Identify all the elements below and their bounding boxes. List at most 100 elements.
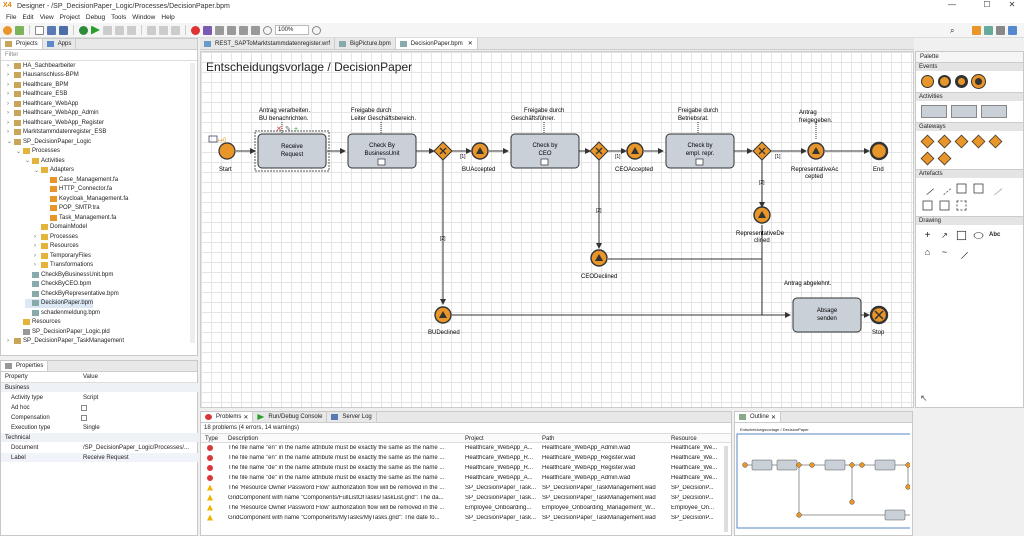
- step-return-icon[interactable]: [171, 25, 180, 35]
- polygon-tool-icon[interactable]: ⌂: [924, 247, 931, 257]
- tree-item[interactable]: ›TemporaryFiles: [34, 251, 91, 260]
- property-row[interactable]: Technical: [1, 433, 198, 442]
- line-tool-icon[interactable]: [955, 246, 968, 259]
- step-into-icon[interactable]: [159, 25, 168, 35]
- close-button[interactable]: ✕: [1008, 0, 1016, 9]
- tab-rest-sap[interactable]: REST_SAPToMarktstammdatenregister.wrf: [200, 38, 336, 49]
- end-event-tool-icon[interactable]: [955, 75, 968, 88]
- debug-icon[interactable]: [79, 25, 88, 35]
- terminate-event-tool-icon[interactable]: [972, 75, 985, 88]
- event-bu-accepted[interactable]: [471, 142, 489, 160]
- tab-properties[interactable]: Properties: [1, 361, 49, 371]
- layout-icon[interactable]: [215, 25, 224, 35]
- property-checkbox[interactable]: [81, 414, 87, 421]
- crosshair-tool-icon[interactable]: +: [924, 230, 931, 241]
- browser-perspective-icon[interactable]: [1008, 26, 1017, 35]
- pause-icon[interactable]: [115, 25, 124, 35]
- property-value[interactable]: Single: [83, 424, 100, 431]
- problem-row[interactable]: The file name "en" in the name attribute…: [201, 443, 723, 452]
- tree-item[interactable]: ⌄Activities: [25, 156, 65, 165]
- add-icon[interactable]: +: [294, 126, 298, 133]
- menu-tools[interactable]: Tools: [111, 14, 127, 21]
- tree-item[interactable]: Case_Management.fa: [43, 175, 118, 184]
- tree-item[interactable]: CheckByCEO.bpm: [25, 280, 91, 289]
- start-event[interactable]: [218, 142, 236, 160]
- align-icon[interactable]: [203, 25, 212, 35]
- event-ceo-declined[interactable]: [590, 249, 608, 267]
- new-file-icon[interactable]: [35, 25, 44, 35]
- expand-arrow-icon[interactable]: ⌄: [7, 139, 13, 145]
- property-row[interactable]: Business: [1, 383, 198, 392]
- tree-item[interactable]: POP_SMTP.tra: [43, 204, 100, 213]
- run-icon[interactable]: [91, 25, 100, 35]
- tree-item[interactable]: DecisionPaper.bpm: [25, 298, 94, 308]
- event-bu-declined[interactable]: [434, 306, 452, 324]
- event-gateway-tool-icon[interactable]: [971, 134, 986, 149]
- close-tab-icon[interactable]: ✕: [467, 41, 473, 47]
- exclusive-gateway-tool-icon[interactable]: [920, 134, 935, 149]
- parallel-gateway-tool-icon[interactable]: [937, 134, 952, 149]
- grid-icon[interactable]: [227, 25, 236, 35]
- association-tool-icon[interactable]: [989, 182, 1002, 195]
- gateway-empl[interactable]: [752, 141, 772, 161]
- menu-file[interactable]: File: [6, 14, 17, 21]
- task-check-ceo[interactable]: Check by CEO: [510, 133, 580, 169]
- menu-help[interactable]: Help: [161, 14, 175, 21]
- rectangle-tool-icon[interactable]: [956, 230, 967, 241]
- snap-icon[interactable]: [251, 25, 260, 35]
- zoom-out-icon[interactable]: [312, 25, 321, 35]
- tree-item[interactable]: CheckByRepresentative.bpm: [25, 289, 119, 298]
- property-value[interactable]: /SP_DecisionPaper_Logic/Processes/...: [83, 444, 190, 451]
- problems-scrollbar[interactable]: [724, 446, 728, 532]
- event-ceo-accepted[interactable]: [626, 142, 644, 160]
- tree-item[interactable]: DomainModel: [34, 223, 87, 232]
- menu-edit[interactable]: Edit: [22, 14, 34, 21]
- tree-item[interactable]: ›Healthcare_ESB: [7, 90, 67, 99]
- menu-project[interactable]: Project: [59, 14, 80, 21]
- tree-item[interactable]: ›HA_Sachbearbeiter: [7, 61, 75, 70]
- tree-item[interactable]: Task_Management.fa: [43, 213, 116, 222]
- tab-run-debug-console[interactable]: Run/Debug Console: [253, 412, 328, 422]
- tree-item[interactable]: schadenmeldung.bpm: [25, 308, 100, 317]
- property-value[interactable]: Script: [83, 394, 99, 401]
- minimize-button[interactable]: —: [948, 0, 956, 9]
- problem-row[interactable]: The file name "de" in the name attribute…: [201, 463, 723, 472]
- step-over-icon[interactable]: [147, 25, 156, 35]
- tree-item[interactable]: ⌄Adapters: [34, 166, 74, 175]
- tree-item[interactable]: HTTP_Connector.fa: [43, 185, 112, 194]
- polyline-tool-icon[interactable]: ~: [941, 247, 948, 257]
- inclusive-gateway-tool-icon[interactable]: [954, 134, 969, 149]
- new-project-icon[interactable]: [3, 25, 12, 35]
- expand-arrow-icon[interactable]: ›: [7, 81, 9, 88]
- task-receive-request[interactable]: Receive Request: [254, 130, 330, 172]
- expand-arrow-icon[interactable]: ›: [7, 62, 9, 69]
- tree-item[interactable]: ›SP_DecisionPaper_TaskManagement: [7, 337, 124, 346]
- expand-arrow-icon[interactable]: ⌄: [25, 158, 31, 164]
- tree-item[interactable]: Resources: [16, 318, 61, 327]
- start-config-icon[interactable]: ↦0: [218, 138, 227, 144]
- palette-drawing-header[interactable]: Drawing: [916, 216, 1023, 225]
- expand-arrow-icon[interactable]: ›: [7, 72, 9, 78]
- tree-item[interactable]: ›Processes: [34, 232, 78, 241]
- tree-item[interactable]: ›Marktstammdatenregister_ESB: [7, 128, 106, 137]
- problem-row[interactable]: The file name "de" in the name attribute…: [201, 473, 723, 482]
- expand-arrow-icon[interactable]: ›: [34, 252, 36, 259]
- tree-item[interactable]: ›Resources: [34, 242, 79, 251]
- pointer-tool-icon[interactable]: ↖: [920, 393, 928, 403]
- refresh-icon[interactable]: [15, 25, 24, 35]
- conditional-gateway-tool-icon[interactable]: [937, 151, 952, 166]
- tab-problems[interactable]: Problems✕: [201, 412, 254, 422]
- tree-item[interactable]: SP_DecisionPaper_Logic.pld: [16, 327, 110, 336]
- expand-arrow-icon[interactable]: ›: [7, 110, 9, 116]
- document-tool-icon[interactable]: [973, 183, 984, 194]
- group-tool-icon[interactable]: [956, 200, 967, 211]
- task-check-empl[interactable]: Check by empl. repr.: [665, 133, 735, 169]
- data-store-tool-icon[interactable]: [922, 200, 933, 211]
- expand-arrow-icon[interactable]: ›: [34, 233, 36, 240]
- save-icon[interactable]: [47, 25, 56, 35]
- perspective-icon[interactable]: [984, 26, 993, 35]
- outline-view[interactable]: Entscheidungsvorlage / DecisionPaper: [735, 423, 912, 535]
- tree-item[interactable]: ›Transformations: [34, 261, 93, 270]
- property-value[interactable]: Receive Request: [83, 454, 129, 461]
- data-object-tool-icon[interactable]: [956, 183, 967, 194]
